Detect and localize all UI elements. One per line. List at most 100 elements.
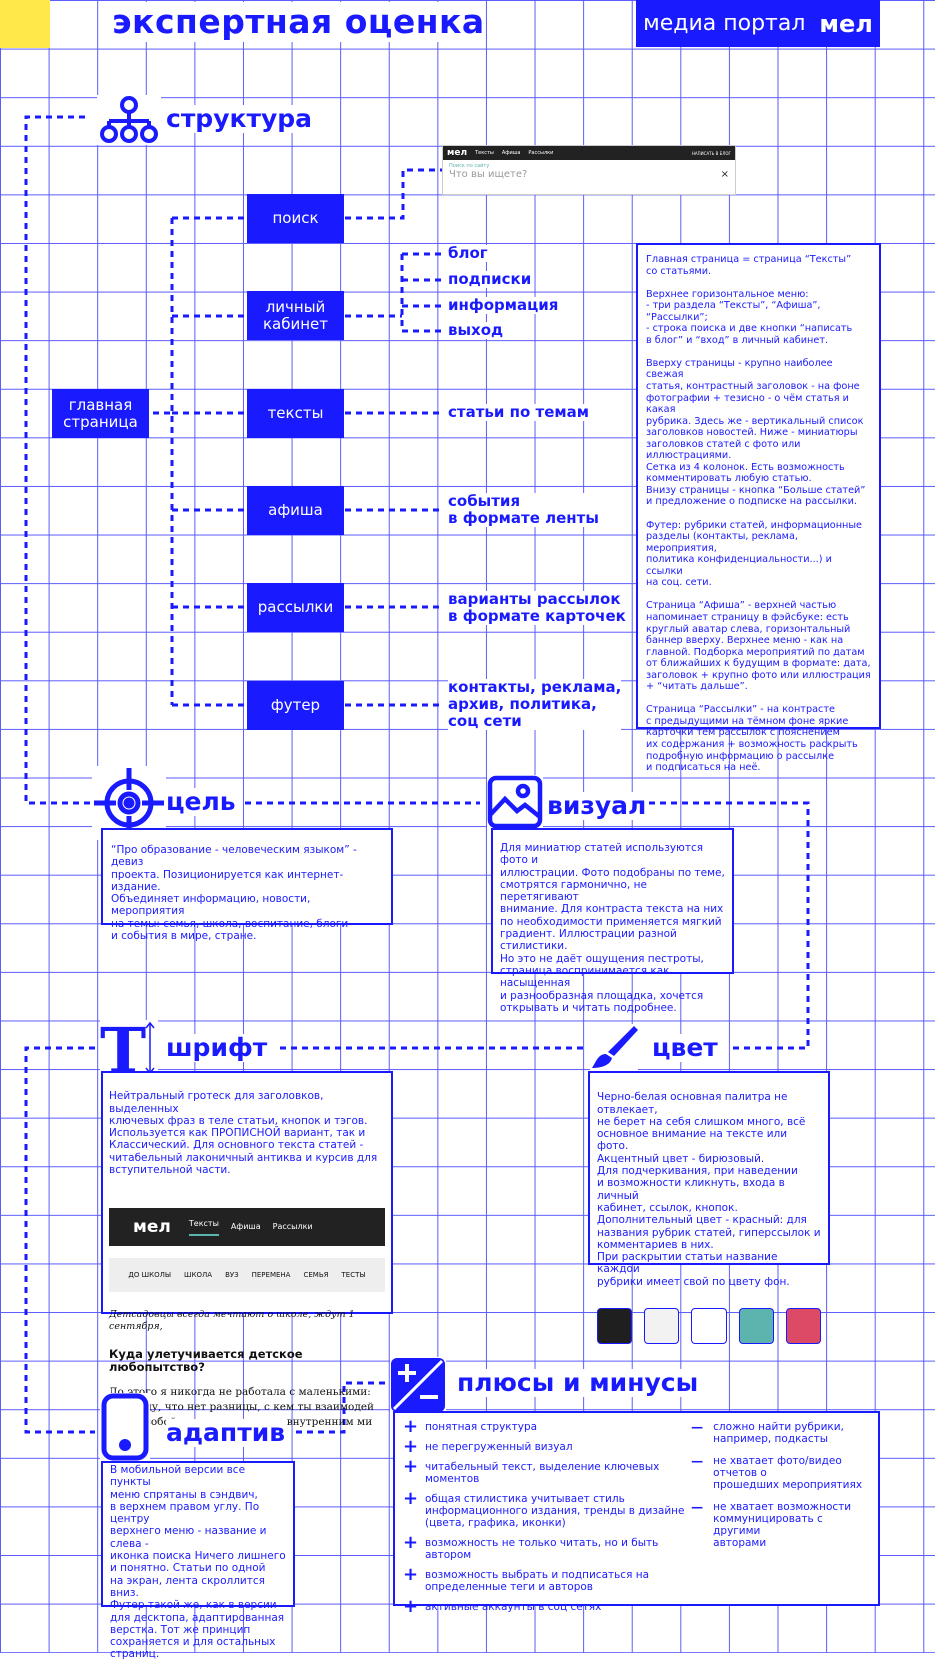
pros-cons-title: плюсы и минусы <box>457 1368 699 1397</box>
font-sample-tag-3: ПЕРЕМЕНА <box>251 1271 291 1280</box>
hierarchy-icon <box>97 95 161 145</box>
texts-label: статьи по темам <box>448 403 590 421</box>
pro-item: + общая стилистика учитывает стиль информ… <box>403 1488 691 1530</box>
phone-icon <box>100 1393 150 1461</box>
search-screenshot: мел Тексты Афиша Рассылки НАПИСАТЬ В БЛО… <box>442 145 736 195</box>
search-screenshot-hint: Поиск по сайту <box>449 163 490 169</box>
pro-text: возможность не только читать, но и быть … <box>425 1537 659 1561</box>
cabinet-item-info: информация <box>448 296 559 314</box>
mail-label: варианты рассылок в формате карточек <box>448 590 626 625</box>
node-cabinet: личный кабинет <box>247 291 344 340</box>
footer-label: контакты, реклама, архив, политика, соц … <box>448 678 622 730</box>
font-sample-tag-0: ДО ШКОЛЫ <box>128 1271 172 1280</box>
con-item: — не хватает фото/видео отчетов о прошедш… <box>691 1455 870 1491</box>
node-mail: рассылки <box>247 583 344 632</box>
target-icon <box>92 766 166 840</box>
font-sample-tag-1: ШКОЛА <box>184 1271 213 1280</box>
con-item: — сложно найти рубрики, например, подкаст… <box>691 1421 870 1445</box>
plus-minus-icon <box>390 1357 446 1413</box>
page-title: экспертная оценка <box>112 2 485 42</box>
plus-icon: + <box>403 1596 419 1617</box>
minus-icon: — <box>691 1454 704 1468</box>
pro-item: +возможность не только читать, но и быть… <box>403 1534 691 1562</box>
cons-list: — сложно найти рубрики, например, подкаст… <box>691 1421 870 1596</box>
swatch-light-gray <box>644 1308 680 1345</box>
pro-text: общая стилистика учитывает стиль информа… <box>425 1493 685 1529</box>
plus-icon: + <box>403 1564 419 1585</box>
pro-text: не перегруженный визуал <box>425 1441 573 1453</box>
swatch-red <box>785 1308 822 1345</box>
plus-icon: + <box>403 1488 419 1509</box>
svg-text:T: T <box>100 1020 146 1076</box>
pro-item: + активные аккаунты в соц сетях <box>403 1596 691 1617</box>
con-text: сложно найти рубрики, например, подкасты <box>713 1421 844 1445</box>
con-item: — не хватает возможности коммуницировать … <box>691 1501 870 1549</box>
pro-item: + читабельный текст, выделение ключевых м… <box>403 1456 691 1486</box>
goal-text: “Про образование - человеческим языком” … <box>101 828 393 942</box>
search-screenshot-nav-1: Афиша <box>501 150 521 156</box>
pro-item: + понятная структура <box>403 1416 691 1437</box>
pro-item: +возможность выбрать и подписаться на оп… <box>403 1564 691 1594</box>
minus-icon: — <box>691 1420 704 1434</box>
brand-badge-text: медиа портал <box>643 11 806 36</box>
font-sample-tag-5: ТЕСТЫ <box>341 1271 366 1280</box>
adaptive-text: В мобильной версии все пункты меню спрят… <box>101 1461 295 1660</box>
node-afisha: афиша <box>247 486 344 535</box>
plus-icon: + <box>403 1456 419 1477</box>
pro-text: активные аккаунты в соц сетях <box>425 1601 602 1613</box>
font-panel: Нейтральный гротеск для заголовков, выде… <box>101 1071 393 1428</box>
node-footer: футер <box>247 681 344 730</box>
font-sample-tag-2: ВУЗ <box>225 1271 239 1280</box>
search-screenshot-write: НАПИСАТЬ В БЛОГ <box>691 150 731 156</box>
pro-text: читабельный текст, выделение ключевых мо… <box>425 1461 660 1485</box>
font-sample-nav-2: Рассылки <box>272 1221 313 1231</box>
node-search: поиск <box>247 194 344 243</box>
plus-icon: + <box>403 1436 419 1457</box>
font-sample-nav-1: Афиша <box>230 1221 261 1231</box>
search-screenshot-nav-2: Рассылки <box>528 150 554 156</box>
goal-title: цель <box>166 787 236 816</box>
structure-title: структура <box>166 104 313 133</box>
plus-icon: + <box>403 1416 419 1437</box>
con-text: не хватает фото/видео отчетов о прошедши… <box>713 1455 863 1491</box>
color-text: Черно-белая основная палитра не отвлекае… <box>597 1091 821 1288</box>
search-screenshot-nav-0: Тексты <box>475 150 494 156</box>
cabinet-item-subs: подписки <box>448 270 532 288</box>
structure-note: Главная страница = страница “Тексты” со … <box>636 243 881 773</box>
pros-cons-panel: + понятная структура + не перегруженный ви… <box>393 1411 880 1616</box>
cabinet-item-exit: выход <box>448 321 504 339</box>
accent-square <box>0 0 50 48</box>
image-icon <box>487 775 543 829</box>
root-node: главная страница <box>52 389 149 438</box>
adaptive-title: адаптив <box>166 1418 286 1447</box>
font-sample-nav-0: Тексты <box>188 1218 219 1236</box>
brand-logo: мел <box>819 9 873 38</box>
brush-icon <box>590 1024 638 1072</box>
font-sample-headline: Куда улетучивается детское любопытство? <box>109 1347 303 1374</box>
swatch-teal <box>738 1308 774 1345</box>
font-title: шрифт <box>166 1033 268 1062</box>
swatch-white <box>691 1308 727 1345</box>
visual-text: Для миниатюр статей используются фото и … <box>491 828 734 1014</box>
font-text: Нейтральный гротеск для заголовков, выде… <box>109 1090 378 1177</box>
color-title: цвет <box>652 1033 718 1062</box>
font-sample-logo: мел <box>133 1216 171 1237</box>
afisha-label: события в формате ленты <box>448 492 599 527</box>
swatch-black <box>597 1308 633 1345</box>
search-screenshot-logo: мел <box>447 148 468 158</box>
pro-item: + не перегруженный визуал <box>403 1436 691 1457</box>
color-panel: Черно-белая основная палитра не отвлекае… <box>588 1071 830 1345</box>
search-screenshot-close: × <box>720 169 729 180</box>
font-sample-tags: ДО ШКОЛЫ ШКОЛА ВУЗ ПЕРЕМЕНА СЕМЬЯ ТЕСТЫ <box>109 1258 385 1293</box>
cabinet-item-blog: блог <box>448 244 488 262</box>
font-sample-italic: Детсадовцы всегда мечтают о школе, ждут … <box>109 1308 355 1332</box>
con-text: не хватает возможности коммуницировать с… <box>713 1501 852 1549</box>
brand-badge: медиа портал мел <box>636 0 880 47</box>
pro-text: понятная структура <box>425 1421 538 1433</box>
font-sample-tag-4: СЕМЬЯ <box>303 1271 329 1280</box>
font-sample: мел Тексты Афиша Рассылки ДО ШКОЛЫ ШКОЛА… <box>109 1196 385 1443</box>
minus-icon: — <box>691 1500 704 1514</box>
font-sample-topbar: мел Тексты Афиша Рассылки <box>109 1207 385 1246</box>
search-screenshot-placeholder: Что вы ищете? <box>449 169 528 180</box>
